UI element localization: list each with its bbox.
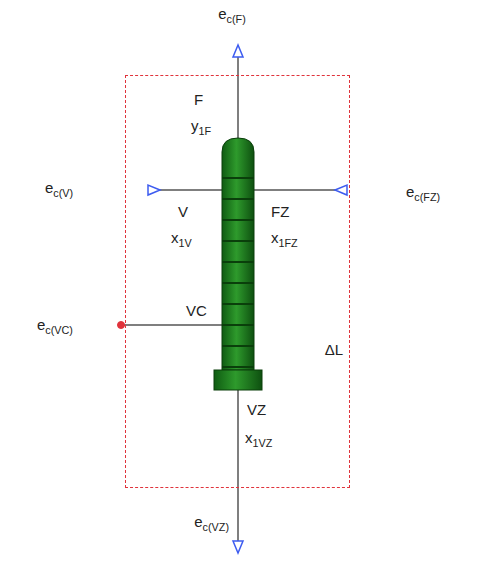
symbol: x [245, 429, 253, 446]
symbol: y [191, 117, 199, 134]
column-base [214, 370, 262, 390]
stream-name: FZ [270, 203, 290, 221]
energy-flux-label: ec(FZ) [405, 183, 441, 201]
energy-flux-label: ec(VZ) [193, 513, 230, 531]
arrowhead [148, 185, 160, 195]
subscript: 1VZ [253, 437, 273, 449]
symbol: x [271, 229, 279, 246]
stream-name: VC [185, 302, 208, 320]
symbol: e [37, 316, 45, 333]
stream-line [237, 57, 239, 140]
arrowhead [335, 185, 347, 195]
subscript: c(VZ) [203, 521, 229, 533]
stream-line [237, 390, 239, 541]
symbol: e [406, 183, 414, 200]
energy-flux-label: ec(VC) [36, 316, 74, 334]
energy-flux-label: ec(V) [44, 179, 74, 197]
symbol: e [45, 179, 53, 196]
stream-line [124, 324, 222, 326]
stream-dot [118, 322, 125, 329]
subscript: 1FZ [279, 237, 298, 249]
subscript: c(FZ) [414, 191, 440, 203]
arrowheads [148, 45, 347, 553]
stream-name: VZ [246, 401, 267, 419]
column-body [222, 138, 254, 370]
column-trays [222, 158, 254, 368]
composition-label: x1VZ [244, 429, 273, 447]
subscript: c(VC) [45, 324, 73, 336]
stream-name: F [193, 91, 204, 109]
arrowhead [233, 45, 243, 57]
subscript: c(F) [227, 13, 246, 25]
subscript: 1F [199, 125, 212, 137]
symbol: x [171, 229, 179, 246]
control-volume: ΔL [125, 75, 350, 488]
arrowhead [233, 541, 243, 553]
composition-label: x1FZ [270, 229, 299, 247]
composition-label: x1V [170, 229, 193, 247]
composition-label: y1F [190, 117, 212, 135]
symbol: e [218, 5, 226, 22]
length-label: ΔL [325, 341, 343, 359]
stream-name: V [177, 203, 189, 221]
stream-lines [124, 57, 347, 541]
symbol: e [194, 513, 202, 530]
energy-flux-label: ec(F) [217, 5, 247, 23]
subscript: 1V [179, 237, 192, 249]
subscript: c(V) [53, 187, 73, 199]
